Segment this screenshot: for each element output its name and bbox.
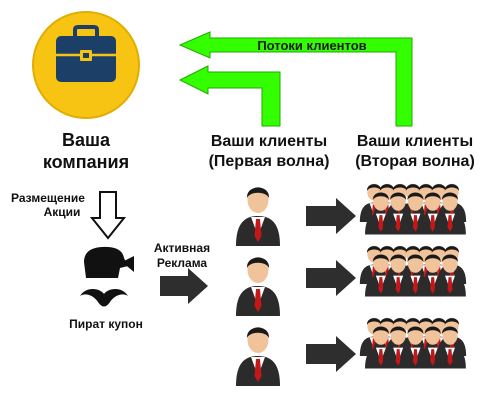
businessman-group-icon <box>360 184 466 235</box>
flow-arrow-first-wave <box>178 65 281 127</box>
wave-arrow-2 <box>306 260 356 296</box>
active-ad-arrow <box>160 268 208 304</box>
flow-title: Потоки клиентов <box>257 38 366 53</box>
businessman-icon <box>236 257 280 316</box>
first-wave-clients <box>236 187 280 386</box>
active-ad-label-line2: Реклама <box>157 256 208 270</box>
active-ad-label-line1: Активная <box>154 241 210 255</box>
company-badge <box>32 11 140 119</box>
briefcase-icon <box>56 25 116 82</box>
second-wave-label-line2: (Вторая волна) <box>355 153 475 170</box>
company-label-line1: Ваша <box>62 130 111 150</box>
client-flow-arrows <box>178 31 413 127</box>
first-wave-label-line2: (Первая волна) <box>209 153 330 170</box>
pirate-label: Пират купон <box>69 317 143 331</box>
businessman-icon <box>236 187 280 246</box>
company-label-line2: компания <box>43 152 129 172</box>
placement-label-line1: Размещение <box>11 191 85 205</box>
pirate-mustache-icon <box>80 246 134 307</box>
flow-arrow-second-wave <box>178 31 413 127</box>
second-wave-crowds <box>360 184 466 369</box>
businessman-group-icon <box>360 318 466 369</box>
second-wave-label-line1: Ваши клиенты <box>357 133 473 150</box>
businessman-icon <box>236 327 280 386</box>
wave-arrow-1 <box>306 198 356 234</box>
businessman-group-icon <box>360 246 466 297</box>
first-wave-label-line1: Ваши клиенты <box>211 133 327 150</box>
placement-down-arrow <box>89 191 127 240</box>
wave-arrow-3 <box>306 336 356 372</box>
wave-arrows <box>306 198 356 372</box>
placement-label-line2: Акции <box>44 205 81 219</box>
